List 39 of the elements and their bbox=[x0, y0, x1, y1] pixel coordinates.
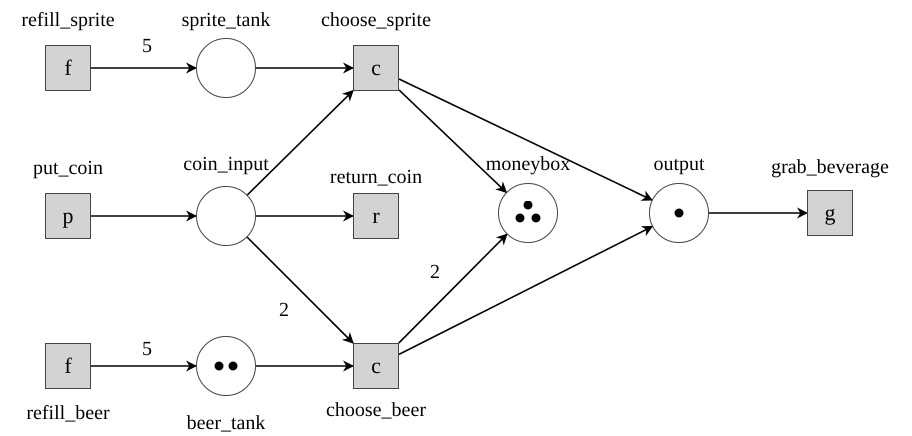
transition-box bbox=[807, 190, 853, 236]
arrow bbox=[709, 207, 808, 219]
transition-box bbox=[353, 343, 399, 389]
arrow bbox=[256, 360, 354, 372]
node-label: choose_sprite bbox=[321, 10, 431, 30]
transition-letter: p bbox=[62, 205, 74, 227]
transition-letter: g bbox=[824, 202, 836, 224]
node-label: put_coin bbox=[33, 158, 103, 178]
transition-letter: r bbox=[372, 205, 380, 227]
arrow bbox=[256, 62, 354, 74]
arrow bbox=[91, 210, 198, 222]
arrow bbox=[256, 210, 354, 222]
arrow bbox=[398, 226, 654, 356]
transition-letter: c bbox=[371, 57, 381, 79]
node-label: grab_beverage bbox=[771, 157, 889, 177]
arrow bbox=[398, 78, 653, 201]
node-label: sprite_tank bbox=[182, 10, 270, 30]
node-label: refill_beer bbox=[26, 403, 110, 423]
arrow bbox=[246, 90, 354, 196]
arrow bbox=[91, 62, 198, 74]
arrow bbox=[398, 89, 508, 194]
node-label: return_coin bbox=[330, 167, 422, 187]
transition-letter: f bbox=[64, 57, 72, 79]
node-label: beer_tank bbox=[186, 413, 266, 433]
transition-box bbox=[45, 45, 91, 91]
transition-box bbox=[353, 45, 399, 91]
node-label: refill_sprite bbox=[21, 10, 115, 30]
transition-box bbox=[45, 343, 91, 389]
arrow bbox=[246, 236, 354, 344]
node-label: choose_beer bbox=[326, 400, 426, 420]
node-label: coin_input bbox=[183, 154, 269, 174]
transition-letter: c bbox=[371, 355, 381, 377]
transition-box bbox=[353, 193, 399, 239]
arrow bbox=[398, 234, 508, 344]
arrow bbox=[91, 360, 198, 372]
node-label: moneybox bbox=[486, 154, 570, 174]
transition-box bbox=[45, 193, 91, 239]
transition-letter: f bbox=[64, 355, 72, 377]
node-label: output bbox=[653, 154, 705, 174]
